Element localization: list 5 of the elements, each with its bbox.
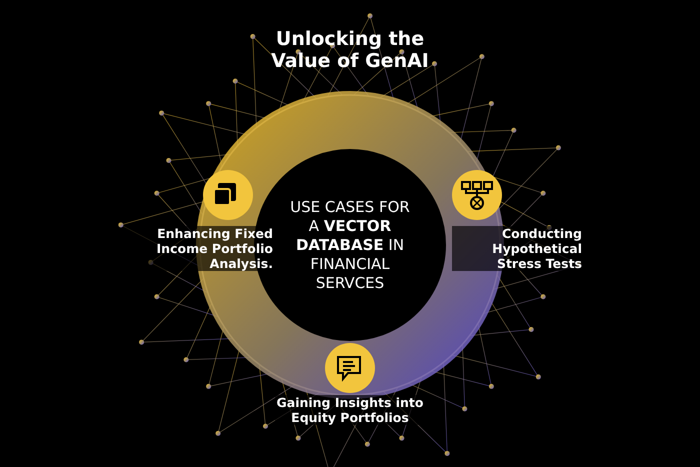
- title: Unlocking the Value of GenAI: [270, 28, 430, 72]
- use-case-label: Enhancing Fixed Income Portfolio Analysis.: [123, 226, 273, 271]
- use-case-label: Conducting Hypothetical Stress Tests: [452, 226, 582, 271]
- center-heading: USE CASES FOR A VECTOR DATABASE IN FINANCIAL SERVCES: [290, 198, 410, 292]
- use-case-label: Gaining Insights into Equity Portfolios: [275, 395, 425, 425]
